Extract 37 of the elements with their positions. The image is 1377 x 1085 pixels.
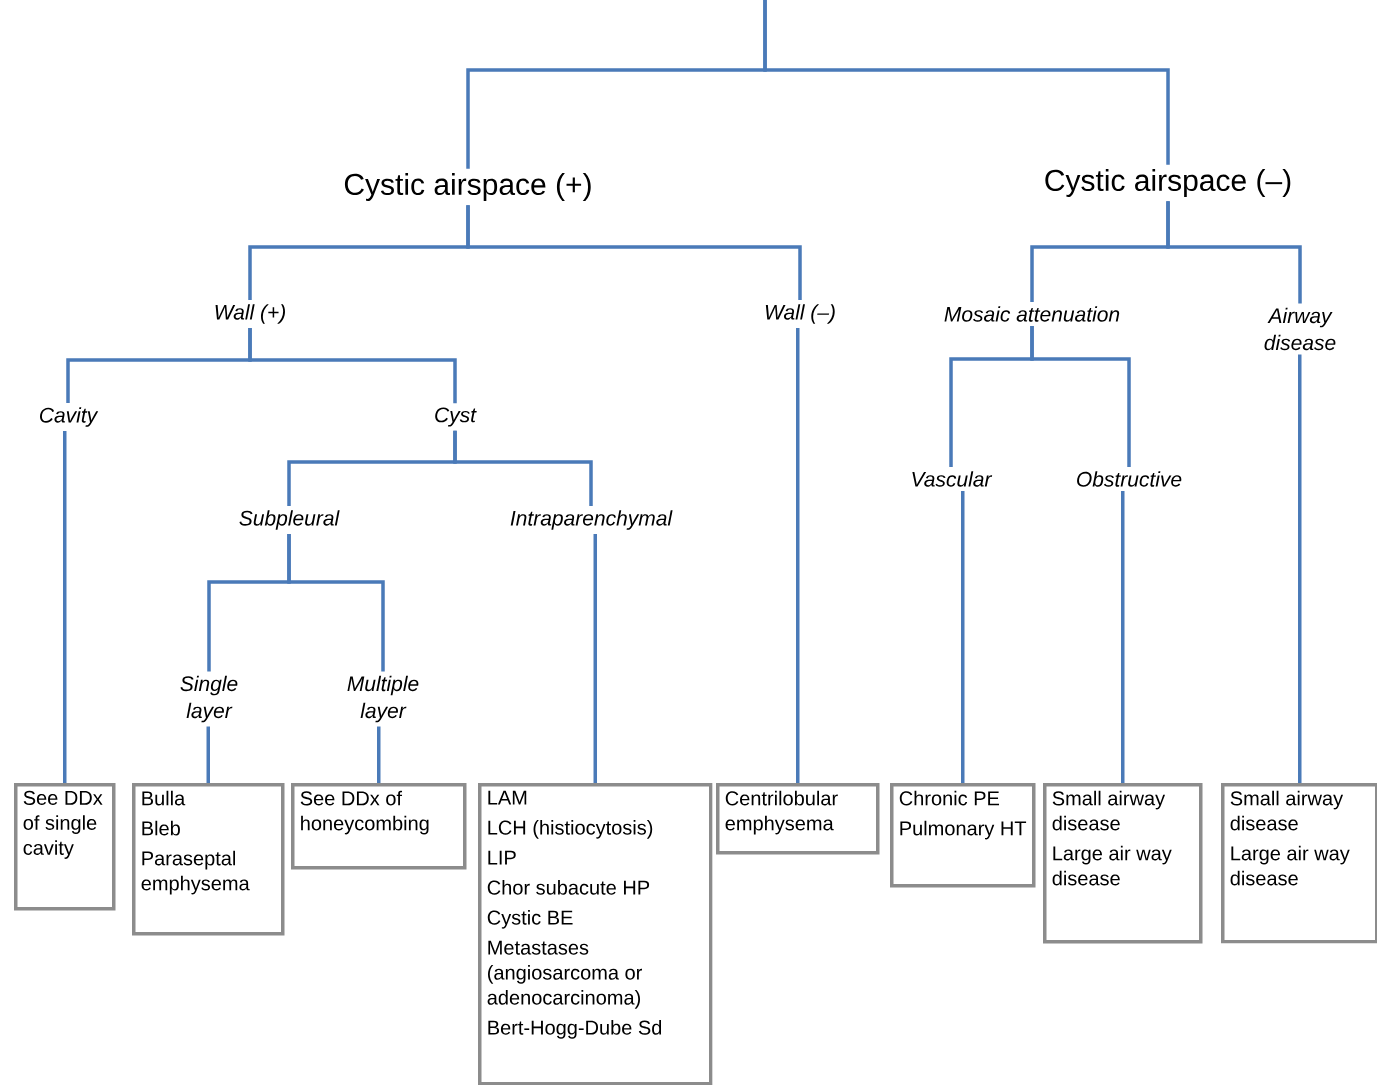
category-label: Cyst xyxy=(435,407,477,427)
category-label: Cystic airspace (+) xyxy=(344,173,591,201)
connector-line xyxy=(763,0,1170,165)
connector-line xyxy=(63,431,67,783)
category-label: Cavity xyxy=(40,407,99,427)
category-label: Mosaic attenuation xyxy=(944,306,1120,322)
connector-line xyxy=(593,534,597,783)
connector-line xyxy=(287,534,385,672)
connector-line xyxy=(206,726,210,783)
connector-line xyxy=(1166,201,1302,304)
category-label: Wall (–) xyxy=(765,304,835,324)
diagnosis-box: See DDx of single cavity xyxy=(14,783,116,911)
diagnosis-box: Chronic PE Pulmonary HT xyxy=(890,783,1036,888)
connector-line xyxy=(466,205,802,301)
diagnosis-box: LAM LCH (histiocytosis) LIP Chor subacute HP Cystic BE Metastases (angiosarcoma or adenocarcinoma) Bert-Hogg-Dube Sd xyxy=(478,783,713,1085)
category-label: Airway disease xyxy=(1264,307,1336,351)
diagnosis-box: See DDx of honeycombing xyxy=(291,783,467,870)
connector-line xyxy=(961,490,965,783)
category-label: Cystic airspace (–) xyxy=(1045,169,1291,197)
category-label: Obstructive xyxy=(1077,471,1182,487)
category-label: Single layer xyxy=(180,675,238,723)
connector-line xyxy=(248,328,457,404)
diagnosis-box: Bulla Bleb Paraseptal emphysema xyxy=(132,783,285,936)
category-label: Subpleural xyxy=(239,510,340,530)
connector-line xyxy=(1030,325,1131,468)
diagnosis-box: Centrilobular emphysema xyxy=(716,783,880,855)
category-label: Multiple layer xyxy=(347,675,419,723)
connector-line xyxy=(796,328,800,783)
diagnosis-box: Small airway disease Large air way disease xyxy=(1221,783,1377,944)
connector-line xyxy=(377,726,381,783)
category-label: Wall (+) xyxy=(215,304,285,324)
connector-line xyxy=(1121,490,1125,783)
category-label: Vascular xyxy=(912,471,993,487)
connector-line xyxy=(453,430,593,506)
diagnosis-box: Small airway disease Large air way disease xyxy=(1043,783,1203,944)
connector-line xyxy=(1298,354,1302,783)
category-label: Intraparenchymal xyxy=(510,510,673,530)
